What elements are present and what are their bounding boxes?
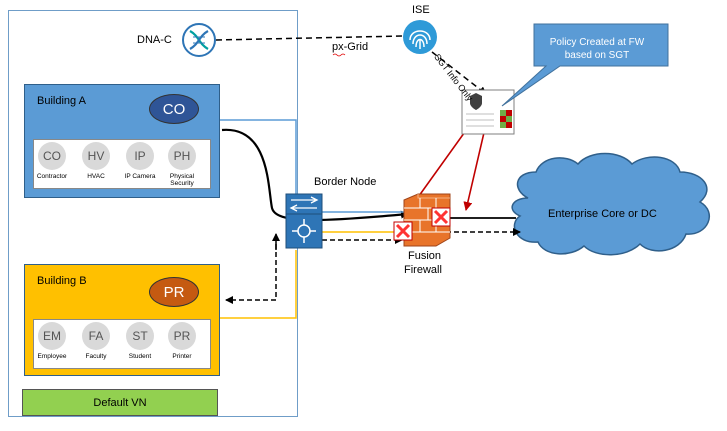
cloud-label: Enterprise Core or DC [548,208,657,220]
pxgrid-label: px-Grid [332,41,369,53]
group-label-contractor: Contractor [36,173,68,180]
default-vn-box[interactable]: Default VN [22,389,218,416]
group-circle-hvac: HV [82,142,110,170]
group-circle-faculty: FA [82,322,110,350]
group-label-faculty: Faculty [85,353,107,360]
group-circle-student: ST [126,322,154,350]
firewall-label-line1: Fusion [408,250,442,262]
group-circle-printer: PR [168,322,196,350]
building-b-group-panel: EM FA ST PR Employee Faculty Student Pri… [33,319,211,369]
building-a-uplink [220,119,297,196]
ise-to-policy-sgt-arrow [431,51,487,95]
border-node-switch-icon[interactable] [285,193,323,249]
group-circle-employee: EM [38,322,66,350]
group-circle-ip-camera: IP [126,142,154,170]
deny-x-icon-left [393,221,413,241]
dnac-label: DNA-C [137,34,172,46]
building-a-group-panel: CO HV IP PH Contractor HVAC IP Camera Ph… [33,139,211,189]
policy-arrow-right [463,123,487,211]
dnac-to-ise-pxgrid [215,35,405,41]
building-a-traffic-path [221,128,409,222]
building-b-uplink [220,250,297,319]
ise-fingerprint-icon[interactable] [403,20,437,54]
group-label-hvac: HVAC [87,173,105,180]
building-a[interactable]: Building A CO CO HV IP PH Contractor HVA… [24,84,220,198]
group-label-student: Student [128,353,152,360]
callout-text: Policy Created at FW based on SGT [549,37,645,61]
policy-callout [501,23,669,107]
building-b-vn-badge: PR [149,277,199,307]
building-b[interactable]: Building B PR EM FA ST PR Employee Facul… [24,264,220,376]
group-label-employee: Employee [37,353,67,360]
building-b-dashed-return [225,236,277,304]
sgt-policy-matrix-icon[interactable] [461,89,515,135]
dnac-icon[interactable] [182,23,216,57]
deny-x-icon-right [431,207,451,227]
group-circle-contractor: CO [38,142,66,170]
spellcheck-squiggle [332,53,346,57]
border-node-label: Border Node [314,176,377,188]
group-label-physical-security: Physical Security [169,173,195,187]
firewall-label-line2: Firewall [404,264,442,276]
group-label-ip-camera: IP Camera [124,173,156,180]
enterprise-cloud[interactable] [511,152,711,256]
ise-label: ISE [412,4,430,16]
building-a-title: Building A [37,95,86,107]
group-label-printer: Printer [172,353,192,360]
group-circle-physical-security: PH [168,142,196,170]
building-b-title: Building B [37,275,87,287]
building-a-vn-badge: CO [149,94,199,124]
